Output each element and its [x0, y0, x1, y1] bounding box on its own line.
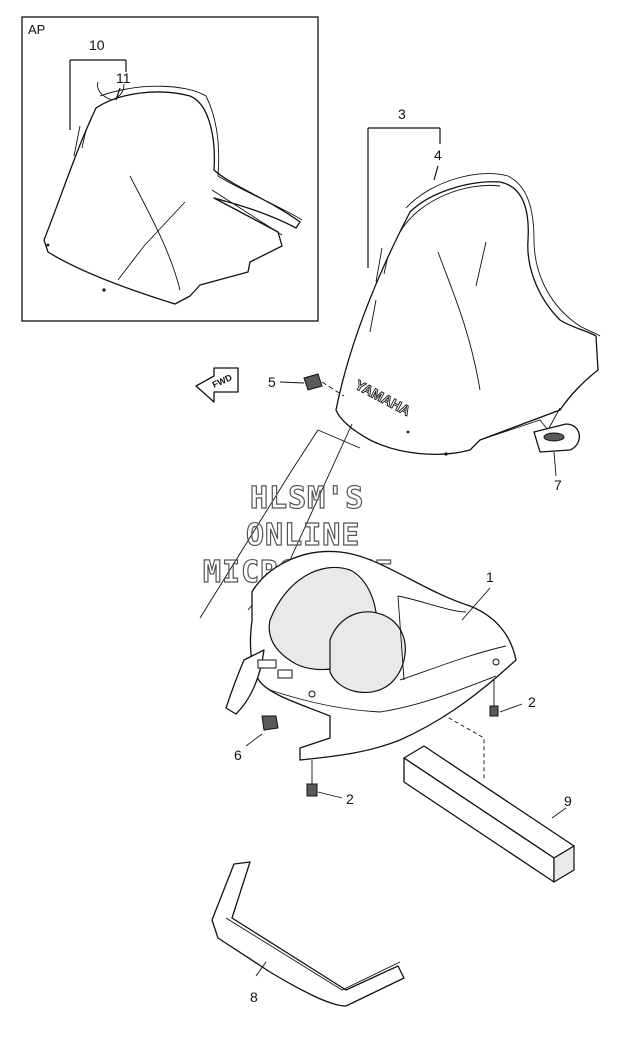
fwd-arrow: FWD — [195, 367, 239, 403]
svg-text:10: 10 — [89, 37, 105, 53]
inset-windshield — [43, 81, 303, 305]
callout-7: 7 — [554, 477, 562, 493]
callout-3: 3 — [367, 106, 441, 268]
screw-2-upper: 2 — [489, 680, 536, 717]
watermark-line2: ONLINE — [246, 518, 360, 553]
callout-8: 8 — [250, 989, 258, 1005]
windshield-assembly: YAMAHA 3 4 — [335, 106, 601, 456]
svg-text:4: 4 — [434, 147, 442, 163]
callout-5: 5 — [268, 374, 276, 390]
trim-strip-8: 8 — [211, 861, 405, 1007]
callout-11: 11 — [115, 70, 131, 101]
clip-7: 7 — [533, 423, 580, 493]
svg-text:3: 3 — [398, 106, 406, 122]
callout-1: 1 — [486, 569, 494, 585]
ap-label: AP — [28, 22, 45, 37]
callout-10: 10 — [69, 37, 127, 130]
foam-block-9: 9 — [403, 745, 575, 884]
cowl-panel-1: 1 — [225, 550, 517, 761]
callout-9: 9 — [564, 793, 572, 809]
ap-inset: AP 10 11 — [21, 16, 319, 322]
svg-text:11: 11 — [116, 70, 131, 86]
grommet-6: 6 — [234, 715, 279, 763]
callout-2a: 2 — [528, 694, 536, 710]
screw-2-lower: 2 — [306, 760, 354, 807]
screw-5: 5 — [268, 373, 345, 397]
callout-6: 6 — [234, 747, 242, 763]
callout-2b: 2 — [346, 791, 354, 807]
watermark-line1: HLSM'S — [250, 481, 364, 516]
callout-4: 4 — [433, 147, 442, 181]
